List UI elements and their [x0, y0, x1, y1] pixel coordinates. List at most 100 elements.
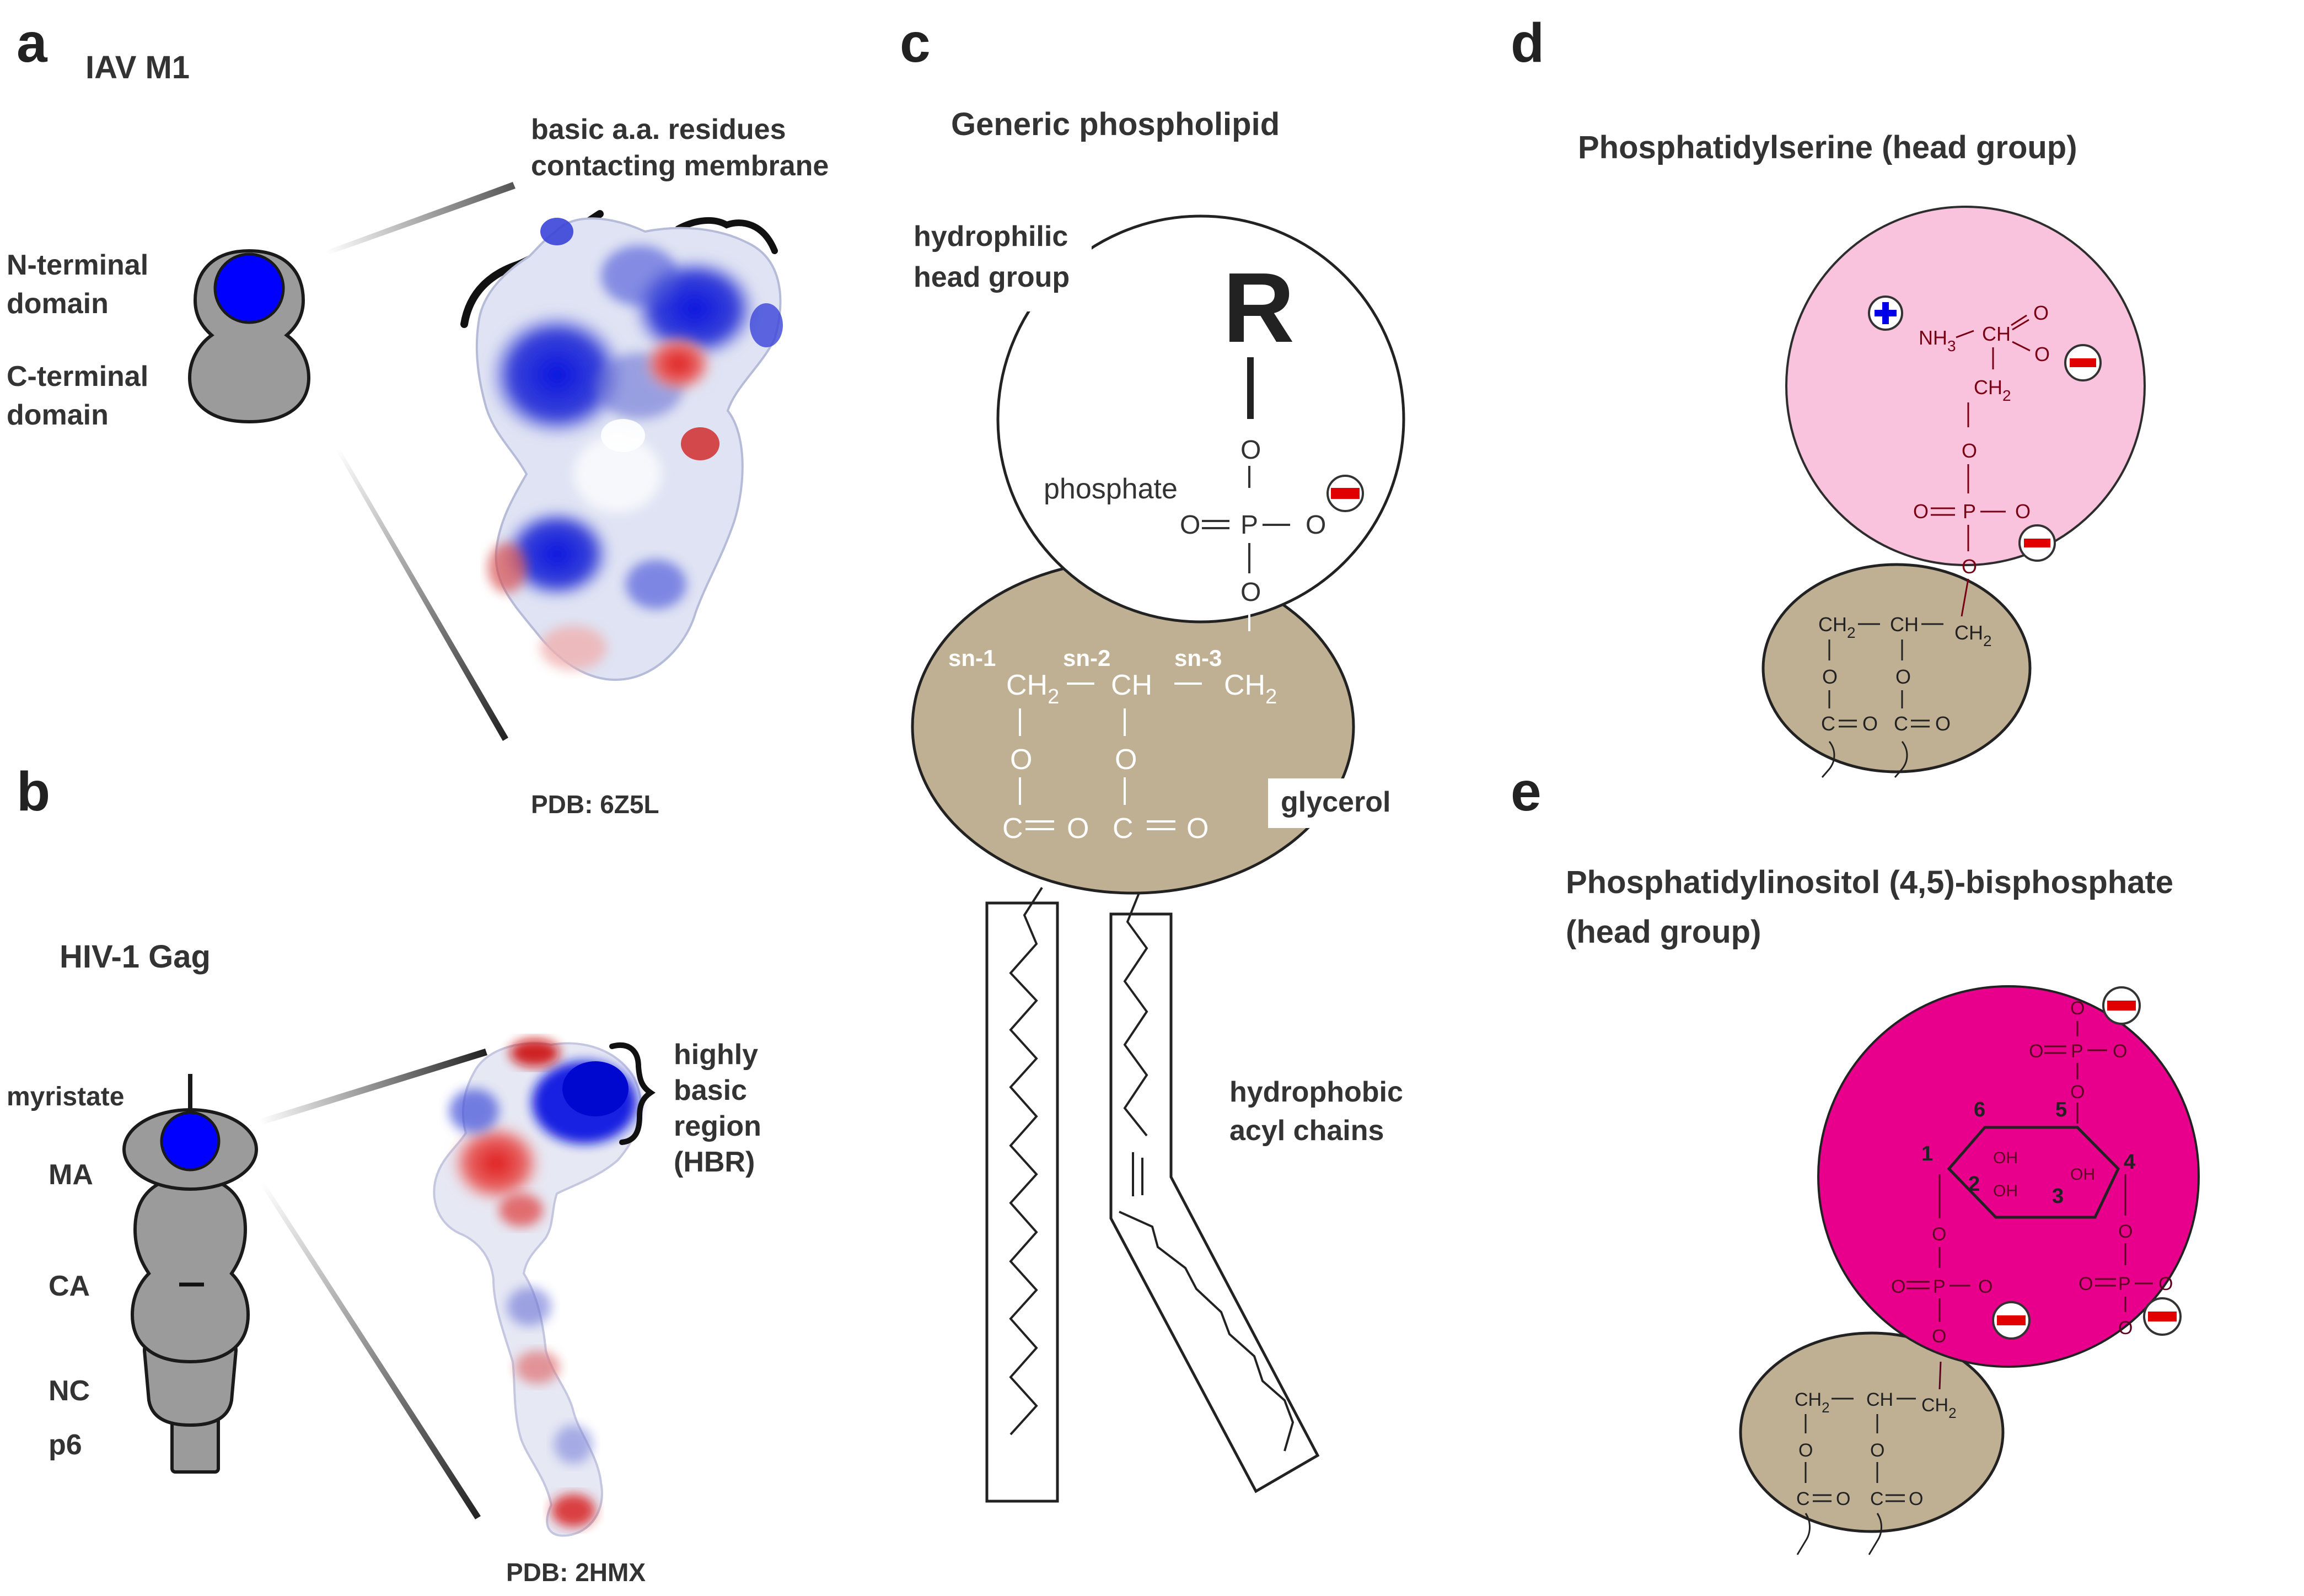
svg-text:O: O	[2029, 1041, 2043, 1062]
pip2-head-circle	[1817, 985, 2200, 1368]
svg-text:3: 3	[2052, 1185, 2064, 1208]
residues-label: basic a.a. residues contacting membrane	[531, 114, 829, 182]
svg-text:CH2: CH2	[1795, 1389, 1830, 1416]
negative-charge-icon	[2064, 344, 2102, 381]
n-terminal-blue-icon	[213, 252, 285, 324]
svg-text:O: O	[2079, 1273, 2093, 1294]
panel-d: d Phosphatidylserine (head group) NH3 CH…	[1511, 12, 2146, 778]
panel-c-title: Generic phospholipid	[951, 106, 1280, 142]
acyl-chain-1	[1009, 886, 1043, 1436]
svg-text:O: O	[2113, 1041, 2127, 1062]
svg-text:O: O	[2034, 343, 2050, 366]
p6-label: p6	[49, 1429, 82, 1461]
ma-blue-icon	[160, 1111, 221, 1172]
svg-text:CH2: CH2	[1006, 669, 1059, 708]
panel-c-letter: c	[900, 12, 931, 74]
inositol-ring	[1947, 1126, 2120, 1219]
svg-text:P: P	[1933, 1276, 1946, 1297]
phosphate-label: phosphate	[1044, 473, 1178, 505]
svg-text:OH: OH	[1993, 1149, 2018, 1167]
svg-text:O: O	[1798, 1440, 1813, 1461]
svg-text:O: O	[1909, 1488, 1923, 1509]
svg-text:O: O	[2015, 500, 2031, 523]
negative-charge-icon	[2102, 986, 2141, 1025]
svg-text:C: C	[1113, 813, 1134, 845]
hbr-label: highly basic region (HBR)	[674, 1039, 769, 1178]
svg-text:CH: CH	[1982, 323, 2011, 345]
ps-headgroup-chem: NH3 CH O O CH2 O O P O O	[1913, 302, 2050, 617]
svg-text:O: O	[2158, 1273, 2173, 1294]
svg-text:C: C	[1821, 712, 1835, 735]
ps-head-circle	[1785, 206, 2146, 566]
svg-text:OH: OH	[2070, 1165, 2095, 1184]
svg-text:C: C	[1870, 1488, 1884, 1509]
svg-text:O: O	[1962, 555, 1977, 578]
ca-label: CA	[49, 1270, 90, 1302]
svg-text:C: C	[1894, 712, 1908, 735]
svg-text:O: O	[1240, 436, 1261, 465]
svg-text:O: O	[1862, 712, 1878, 735]
svg-text:NH3: NH3	[1919, 326, 1956, 354]
svg-text:P: P	[2118, 1273, 2131, 1294]
ma-label: MA	[49, 1159, 93, 1191]
svg-text:O: O	[2070, 1082, 2085, 1103]
nc-label: NC	[49, 1375, 90, 1407]
svg-text:O: O	[1935, 712, 1951, 735]
n-terminal-label: N-terminal domain	[7, 249, 157, 320]
panel-d-title: Phosphatidylserine (head group)	[1578, 130, 2077, 165]
svg-text:sn-2: sn-2	[1063, 645, 1110, 671]
ring-numbers: 1 2 3 4 5 6	[1921, 1098, 2135, 1208]
svg-text:C: C	[1796, 1488, 1810, 1509]
acyl-chain-1-box	[985, 901, 1059, 1503]
negative-charge-icon	[2018, 524, 2056, 562]
svg-text:P: P	[1240, 510, 1258, 540]
positive-charge-icon	[1868, 295, 1903, 331]
svg-text:O: O	[1010, 744, 1032, 776]
panel-b: b HIV-1 Gag myristate MA CA NC p6	[7, 761, 769, 1587]
svg-text:O: O	[2118, 1318, 2133, 1339]
panel-e-letter: e	[1511, 761, 1542, 823]
acyl-chain-2-kinked	[1119, 1211, 1295, 1452]
svg-text:O: O	[2118, 1221, 2133, 1242]
panel-e: e Phosphatidylinositol (4,5)-bisphosphat…	[1511, 761, 2200, 1555]
zoom-line-lower	[334, 444, 508, 741]
panel-c: c Generic phospholipid hydrophilic head …	[893, 12, 1417, 1503]
pip2-headgroup-chem: O O P O O OH OH OH O O P O O	[1891, 998, 2173, 1347]
glycerol-label: glycerol	[1281, 786, 1390, 818]
svg-text:O: O	[1891, 1276, 1905, 1297]
svg-text:CH2: CH2	[1921, 1395, 1957, 1421]
head-group-circle	[996, 214, 1405, 624]
negative-charge-icon	[2143, 1297, 2182, 1336]
protein-surface-image	[433, 1039, 642, 1537]
glycerol-backbone: sn-1 sn-2 sn-3 CH2 CH CH2 O O C O C O	[948, 645, 1277, 845]
svg-text:5: 5	[2055, 1098, 2067, 1121]
svg-text:O: O	[1932, 1224, 1946, 1245]
svg-text:O: O	[1240, 578, 1261, 607]
negative-charge-icon	[1992, 1301, 2031, 1340]
zoom-line-upper-b	[259, 1049, 487, 1125]
ca-domain-icon	[130, 1175, 250, 1364]
panel-b-title: HIV-1 Gag	[60, 939, 211, 975]
ps-glycerol-chem: CH2 CH CH2 O O C O C O	[1818, 613, 1992, 735]
svg-text:O: O	[1836, 1488, 1850, 1509]
zoom-line-upper	[325, 182, 515, 255]
svg-text:O: O	[1962, 439, 1977, 462]
svg-text:2: 2	[1968, 1173, 1980, 1196]
r-group-label: R	[1223, 252, 1295, 363]
residues-bracket-right	[675, 217, 778, 254]
svg-text:O: O	[1913, 500, 1929, 523]
svg-text:sn-1: sn-1	[948, 645, 996, 671]
svg-text:O: O	[2033, 302, 2049, 324]
svg-text:O: O	[1870, 1440, 1884, 1461]
m1-domain-icon	[187, 249, 311, 424]
svg-text:O: O	[1932, 1326, 1946, 1347]
svg-text:CH2: CH2	[1818, 613, 1856, 641]
svg-text:O: O	[1180, 510, 1200, 540]
zoom-line-lower-b	[259, 1181, 481, 1519]
svg-text:O: O	[1067, 813, 1089, 845]
svg-text:OH: OH	[1993, 1182, 2018, 1200]
negative-charge-icon	[1326, 475, 1364, 512]
hbr-bracket	[609, 1042, 656, 1145]
panel-a-title: IAV M1	[85, 50, 190, 85]
svg-text:P: P	[1963, 500, 1976, 523]
